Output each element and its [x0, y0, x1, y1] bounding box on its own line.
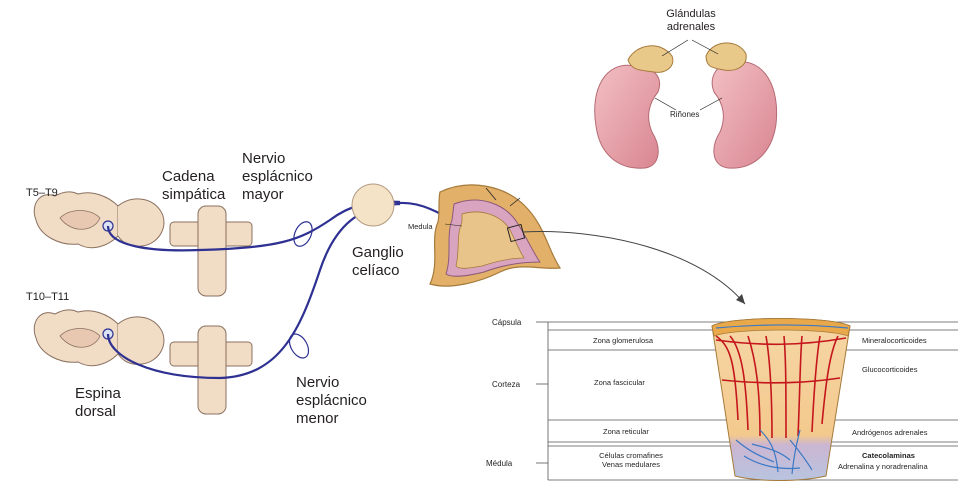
label-cadena-simpatica: Cadena simpática [162, 168, 225, 204]
kidneys [595, 43, 777, 168]
label-capsula: Cápsula [492, 318, 521, 328]
label-zona-fascicular: Zona fascicular [594, 378, 645, 387]
nerve-marker-major [290, 219, 315, 249]
celiac-ganglion [352, 184, 394, 226]
spinal-cord-upper [34, 192, 252, 296]
label-medula-small: Medula [408, 222, 433, 231]
label-nervio-menor: Nervio esplácnico menor [296, 374, 367, 428]
label-zona-reticular: Zona reticular [603, 427, 649, 436]
label-androgenos: Andrógenos adrenales [852, 428, 927, 437]
label-mineralocorticoides: Mineralocorticoides [862, 336, 927, 345]
label-nervio-mayor: Nervio esplácnico mayor [242, 150, 313, 204]
adrenal-cross-section [712, 319, 850, 481]
spinal-cord-lower [34, 310, 252, 414]
label-rinones: Riñones [670, 110, 699, 120]
label-corteza: Corteza [492, 380, 520, 390]
label-adrenalina: Adrenalina y noradrenalina [838, 462, 928, 471]
adrenal-gland [430, 185, 560, 286]
label-t10-t11: T10–T11 [26, 291, 69, 304]
label-celulas-cromafines: Células cromafines Venas medulares [586, 451, 676, 469]
label-espina-dorsal: Espina dorsal [75, 385, 121, 421]
label-glandulas-adrenales: Glándulas adrenales [648, 8, 734, 34]
label-medula: Médula [486, 459, 512, 469]
label-zona-glomerulosa: Zona glomerulosa [593, 336, 653, 345]
label-t5-t9: T5–T9 [26, 187, 58, 200]
label-glucocorticoides: Glucocorticoides [862, 365, 917, 374]
label-ganglio-celiaco: Ganglio celíaco [352, 244, 404, 280]
label-catecolaminas: Catecolaminas [862, 451, 915, 460]
nerve-marker-minor [286, 331, 313, 362]
